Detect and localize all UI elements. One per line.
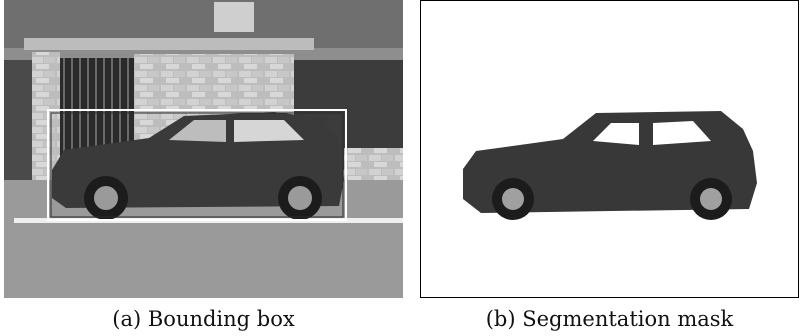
segmentation-mask-image [420,0,799,298]
mask-illustration [421,1,798,297]
left-foliage [4,60,32,180]
bounding-box [47,109,347,221]
bounding-box-inner [50,112,344,218]
segmented-car [463,111,757,220]
car [52,112,344,220]
photo-illustration [4,0,403,298]
right-wall [344,148,403,180]
caption-b: (b) Segmentation mask [485,307,734,331]
bounding-box-photo [4,0,403,298]
window-upper [214,2,254,32]
left-pillar [32,52,60,182]
roof-overhang [24,38,314,50]
caption-a: (a) Bounding box [112,307,295,331]
